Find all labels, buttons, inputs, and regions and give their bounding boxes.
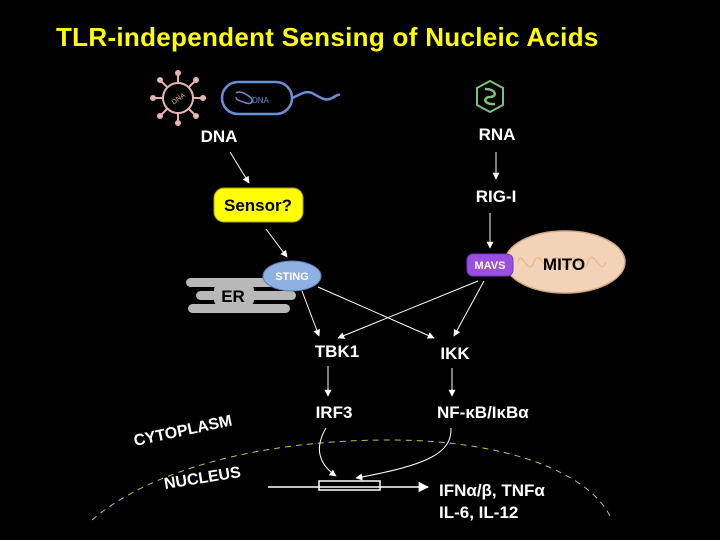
nucleus-label: NUCLEUS (163, 464, 242, 493)
virus-icon: DNA (150, 70, 206, 126)
dna-label: DNA (201, 127, 238, 146)
virus-icon-label: DNA (171, 92, 187, 106)
arrow-mavs-tbk1 (337, 280, 479, 339)
rna-label: RNA (479, 125, 516, 144)
arrow-dna-sensor (229, 151, 250, 184)
cytoplasm-label: CYTOPLASM (132, 412, 234, 449)
arrow-irf3-gene (318, 427, 337, 477)
rigi-label: RIG-I (476, 187, 517, 206)
rna-icon (476, 79, 504, 114)
irf3-label: IRF3 (316, 403, 353, 422)
arrow-sting-ikk (317, 286, 435, 339)
er-label: ER (221, 287, 245, 306)
page-title: TLR-independent Sensing of Nucleic Acids (56, 22, 599, 52)
ikk-label: IKK (440, 344, 470, 363)
output-cytokines-1: IFNα/β, TNFα (439, 481, 545, 500)
nuclear-membrane (91, 439, 613, 521)
tbk1-label: TBK1 (315, 342, 359, 361)
sensor-node: Sensor? (213, 187, 304, 223)
arrow-mavs-ikk (453, 280, 485, 337)
er-organelle: ER (186, 278, 296, 313)
arrow-nfkb-gene (355, 427, 452, 481)
sting-node: STING (262, 260, 322, 292)
output-cytokines-2: IL-6, IL-12 (439, 503, 518, 522)
mavs-node: MAVS (466, 253, 514, 277)
sensor-label: Sensor? (224, 196, 292, 215)
mito-label: MITO (543, 255, 585, 274)
nfkb-label: NF-κB/IκBα (437, 403, 529, 422)
mavs-label: MAVS (475, 260, 506, 272)
mito-organelle: MITO (504, 230, 626, 294)
bacterium-icon: DNA (220, 80, 341, 116)
sting-label: STING (275, 271, 309, 283)
arrow-sensor-sting (265, 228, 288, 258)
arrow-sting-tbk1 (301, 290, 321, 337)
bacterium-icon-label: DNA (252, 96, 270, 105)
promoter-box (318, 480, 381, 491)
